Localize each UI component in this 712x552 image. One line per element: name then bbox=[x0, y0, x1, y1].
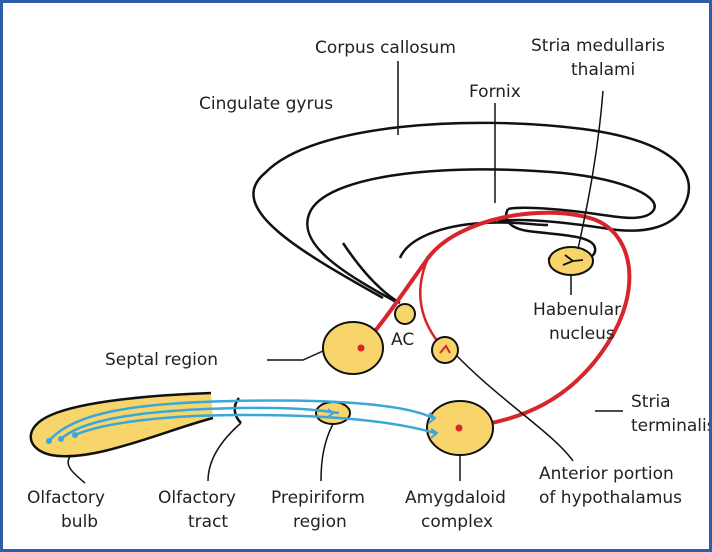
leader-olfactory-bulb bbox=[68, 455, 85, 483]
leader-prepiriform bbox=[321, 424, 333, 481]
leader-olfactory-tract bbox=[208, 423, 241, 481]
corpus-callosum-outline bbox=[307, 169, 654, 303]
label-prepiriform-line1: Prepiriform bbox=[271, 488, 365, 508]
septal-region-nucleus bbox=[323, 322, 383, 374]
label-septal-region: Septal region bbox=[105, 350, 218, 370]
label-olfactory-bulb-line1: Olfactory bbox=[27, 488, 105, 508]
label-habenular-line1: Habenular bbox=[533, 300, 621, 320]
label-amygdaloid-line2: complex bbox=[421, 512, 493, 532]
label-anterior-hypothalamus-line1: Anterior portion bbox=[539, 464, 674, 484]
label-olfactory-tract-line2: tract bbox=[188, 512, 228, 532]
hypothalamic-branch-path bbox=[420, 258, 443, 348]
ac-nucleus bbox=[395, 304, 415, 324]
label-habenular-line2: nucleus bbox=[549, 324, 615, 344]
label-cingulate-gyrus: Cingulate gyrus bbox=[199, 94, 333, 114]
cingulate-gyrus-outline bbox=[253, 123, 688, 298]
label-stria-medullaris-line2: thalami bbox=[571, 60, 635, 80]
label-olfactory-tract-line1: Olfactory bbox=[158, 488, 236, 508]
label-stria-medullaris-line1: Stria medullaris bbox=[531, 36, 665, 56]
limbic-pathways-diagram: Corpus callosum Stria medullaris thalami… bbox=[3, 3, 709, 549]
fornix-descending bbox=[343, 243, 400, 303]
label-anterior-hypothalamus-line2: of hypothalamus bbox=[539, 488, 682, 508]
label-corpus-callosum: Corpus callosum bbox=[315, 38, 456, 58]
amygdaloid-terminal bbox=[456, 425, 463, 432]
olfactory-blue-dot-1 bbox=[46, 438, 52, 444]
label-amygdaloid-line1: Amygdaloid bbox=[405, 488, 506, 508]
label-prepiriform-line2: region bbox=[293, 512, 347, 532]
label-stria-terminalis-line2: terminalis bbox=[631, 416, 709, 436]
label-fornix: Fornix bbox=[469, 82, 521, 102]
olfactory-blue-dot-2 bbox=[58, 436, 64, 442]
label-olfactory-bulb-line2: bulb bbox=[61, 512, 98, 532]
leader-septal bbox=[267, 351, 323, 360]
label-stria-terminalis-line1: Stria bbox=[631, 392, 671, 412]
olfactory-blue-dot-3 bbox=[72, 432, 78, 438]
label-ac: AC bbox=[391, 330, 414, 350]
septal-terminal bbox=[358, 345, 365, 352]
hypothalamus-nucleus bbox=[432, 337, 458, 363]
